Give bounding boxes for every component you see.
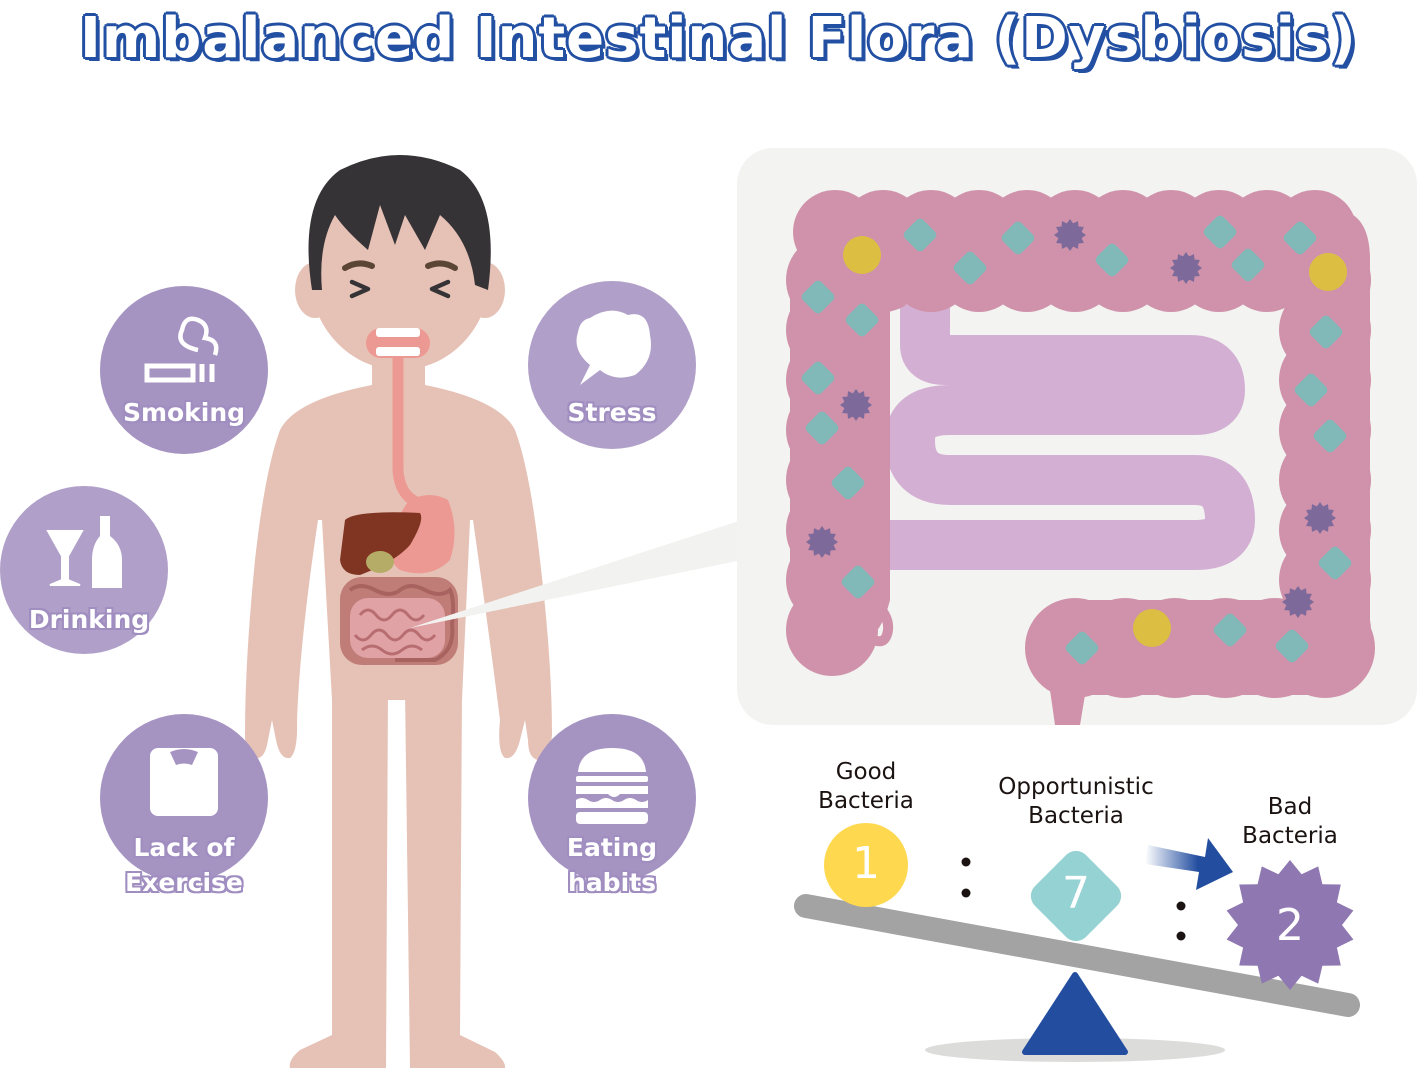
opportunistic-bacteria-marker	[1203, 215, 1237, 249]
good-bacteria-value: 1	[852, 838, 880, 889]
factor-label-eating-habits-line1: Eating	[566, 833, 658, 862]
opportunistic-bacteria-label-line1: Opportunistic	[998, 774, 1154, 800]
bad-bacteria-marker	[806, 526, 838, 558]
bad-bacteria-marker	[840, 389, 872, 421]
opportunistic-bacteria-marker	[845, 303, 879, 337]
opportunistic-bacteria-marker	[903, 218, 937, 252]
bad-bacteria-token	[1226, 860, 1354, 990]
shift-arrow-icon	[1145, 838, 1233, 890]
opportunistic-bacteria-marker	[1213, 613, 1247, 647]
opportunistic-bacteria-marker	[953, 251, 987, 285]
bad-bacteria-marker	[1304, 502, 1336, 534]
good-bacteria-marker	[1133, 609, 1171, 647]
factor-drinking	[0, 486, 168, 654]
good-bacteria-label-line2: Bacteria	[818, 788, 914, 814]
good-bacteria-token	[824, 823, 908, 907]
top-teeth	[376, 328, 420, 337]
gallbladder	[366, 551, 394, 573]
page-title: Imbalanced Intestinal Flora (Dysbiosis)	[79, 5, 1358, 73]
opportunistic-bacteria-marker	[831, 466, 865, 500]
good-bacteria-label-line1: Good	[835, 759, 897, 785]
opportunistic-bacteria-marker	[1318, 546, 1352, 580]
cigarette-icon	[144, 316, 219, 383]
factor-eating-habits	[528, 714, 696, 882]
opportunistic-bacteria-marker	[801, 280, 835, 314]
left-eyebrow	[342, 260, 375, 271]
ratio-separator-1	[961, 857, 971, 898]
bad-bacteria-value: 2	[1276, 900, 1304, 951]
hamburger-icon	[576, 748, 648, 824]
opportunistic-bacteria-marker	[1095, 243, 1129, 277]
scale-icon	[150, 748, 218, 816]
small-intestine	[885, 305, 1255, 570]
person-figure	[245, 155, 552, 1068]
factor-circle	[0, 486, 168, 654]
factor-label-stress: Stress	[567, 398, 657, 427]
factor-smoking	[100, 286, 268, 454]
ratio-separator-2	[1176, 901, 1186, 941]
liver	[340, 512, 422, 575]
bad-bacteria-label-line1: Bad	[1267, 794, 1313, 820]
opportunistic-bacteria-value: 7	[1062, 868, 1090, 919]
colon-segment	[786, 584, 878, 676]
good-bacteria-marker	[1309, 253, 1347, 291]
opportunistic-bacteria-marker	[801, 361, 835, 395]
colon-outline	[348, 584, 456, 662]
factor-stress	[528, 281, 696, 449]
seesaw-beam	[794, 894, 1360, 1017]
good-bacteria-marker	[843, 236, 881, 274]
opportunistic-bacteria-token	[1030, 850, 1122, 942]
opportunistic-bacteria-label-line2: Bacteria	[1028, 803, 1124, 829]
right-leg	[405, 690, 506, 1068]
factor-label-lack-of-exercise-line2: Exercise	[125, 868, 243, 897]
right-eyebrow	[425, 260, 458, 271]
alcohol-icon	[46, 516, 122, 588]
opportunistic-bacteria-marker	[1231, 248, 1265, 282]
bacteria-layer	[801, 215, 1352, 665]
bad-bacteria-label-line2: Bacteria	[1242, 823, 1338, 849]
opportunistic-bacteria-marker	[1065, 631, 1099, 665]
opportunistic-bacteria-marker	[841, 565, 875, 599]
bottom-teeth	[376, 347, 420, 356]
opportunistic-bacteria-marker	[1309, 315, 1343, 349]
speech-bubble-icon	[576, 310, 651, 385]
bad-bacteria-marker	[1282, 586, 1314, 618]
large-intestine	[786, 190, 1375, 725]
opportunistic-bacteria-marker	[1313, 419, 1347, 453]
opportunistic-bacteria-marker	[1001, 221, 1035, 255]
factor-label-eating-habits-line2: habits	[568, 868, 656, 897]
opportunistic-bacteria-label: Opportunistic Bacteria	[976, 773, 1176, 831]
opportunistic-bacteria-marker	[1283, 221, 1317, 255]
fulcrum	[1022, 972, 1128, 1055]
factor-label-smoking: Smoking	[122, 398, 246, 427]
factor-label-lack-of-exercise-line1: Lack of	[133, 833, 235, 862]
bad-bacteria-label: Bad Bacteria	[1220, 793, 1360, 851]
bad-bacteria-marker	[1054, 219, 1086, 251]
good-bacteria-label: Good Bacteria	[796, 758, 936, 816]
opportunistic-bacteria-marker	[1294, 373, 1328, 407]
colon-segment	[1275, 598, 1375, 698]
factor-lack-of-exercise	[100, 714, 268, 882]
intestine-coils	[353, 608, 437, 656]
opportunistic-bacteria-marker	[1275, 629, 1309, 663]
factor-circle	[100, 286, 268, 454]
zoom-pointer	[410, 520, 742, 628]
right-eye	[429, 279, 451, 299]
bad-bacteria-marker	[1170, 252, 1202, 284]
opportunistic-bacteria-marker	[805, 411, 839, 445]
factor-label-drinking: Drinking	[28, 605, 150, 634]
factor-circle	[528, 714, 696, 882]
hair	[308, 155, 491, 290]
left-eye	[349, 279, 371, 299]
left-leg	[289, 690, 388, 1068]
